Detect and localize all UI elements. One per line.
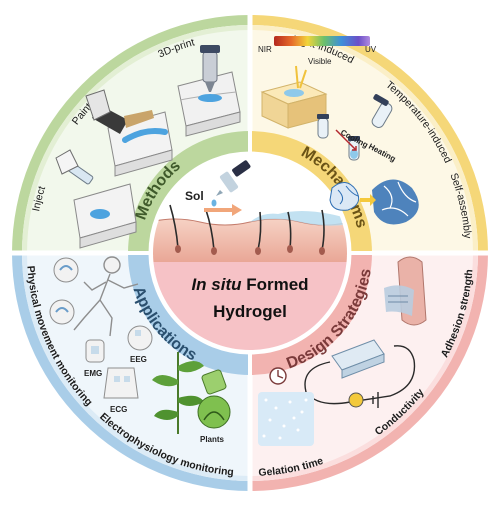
ecg-label: ECG: [110, 405, 127, 414]
center-circle: Sol In situ Formed Hydrogel: [148, 151, 352, 355]
sol-label: Sol: [185, 189, 204, 203]
running-person-icon: [73, 256, 139, 337]
eeg-label: EEG: [130, 355, 147, 364]
dropper-icon: [211, 160, 251, 207]
gelation-time-illustration: [258, 367, 314, 446]
emg-icon: EMG: [84, 339, 105, 378]
plant-icon: Plants: [152, 352, 231, 444]
adhesion-illustration: [384, 256, 427, 326]
nir-label: NIR: [258, 45, 272, 54]
emg-label: EMG: [84, 369, 102, 378]
inject-illustration: [55, 149, 137, 249]
center-title-line1: In situ Formed: [191, 275, 308, 294]
visible-label: Visible: [308, 57, 332, 66]
center-title-line2: Hydrogel: [213, 302, 287, 321]
self-assembly-illustration: [329, 179, 419, 225]
light-induced-gel-block: [260, 65, 328, 129]
uv-label: UV: [365, 45, 377, 54]
paint-illustration: [85, 89, 173, 177]
arrow-icon: [204, 204, 242, 216]
ecg-icon: ECG: [103, 367, 139, 414]
plants-label: Plants: [200, 435, 225, 444]
joint-icons: [49, 257, 79, 325]
eeg-icon: EEG: [127, 325, 153, 364]
3d-print-illustration: [177, 45, 241, 137]
light-spectrum: NIR Visible UV: [258, 36, 377, 66]
conductivity-illustration: [304, 339, 416, 408]
